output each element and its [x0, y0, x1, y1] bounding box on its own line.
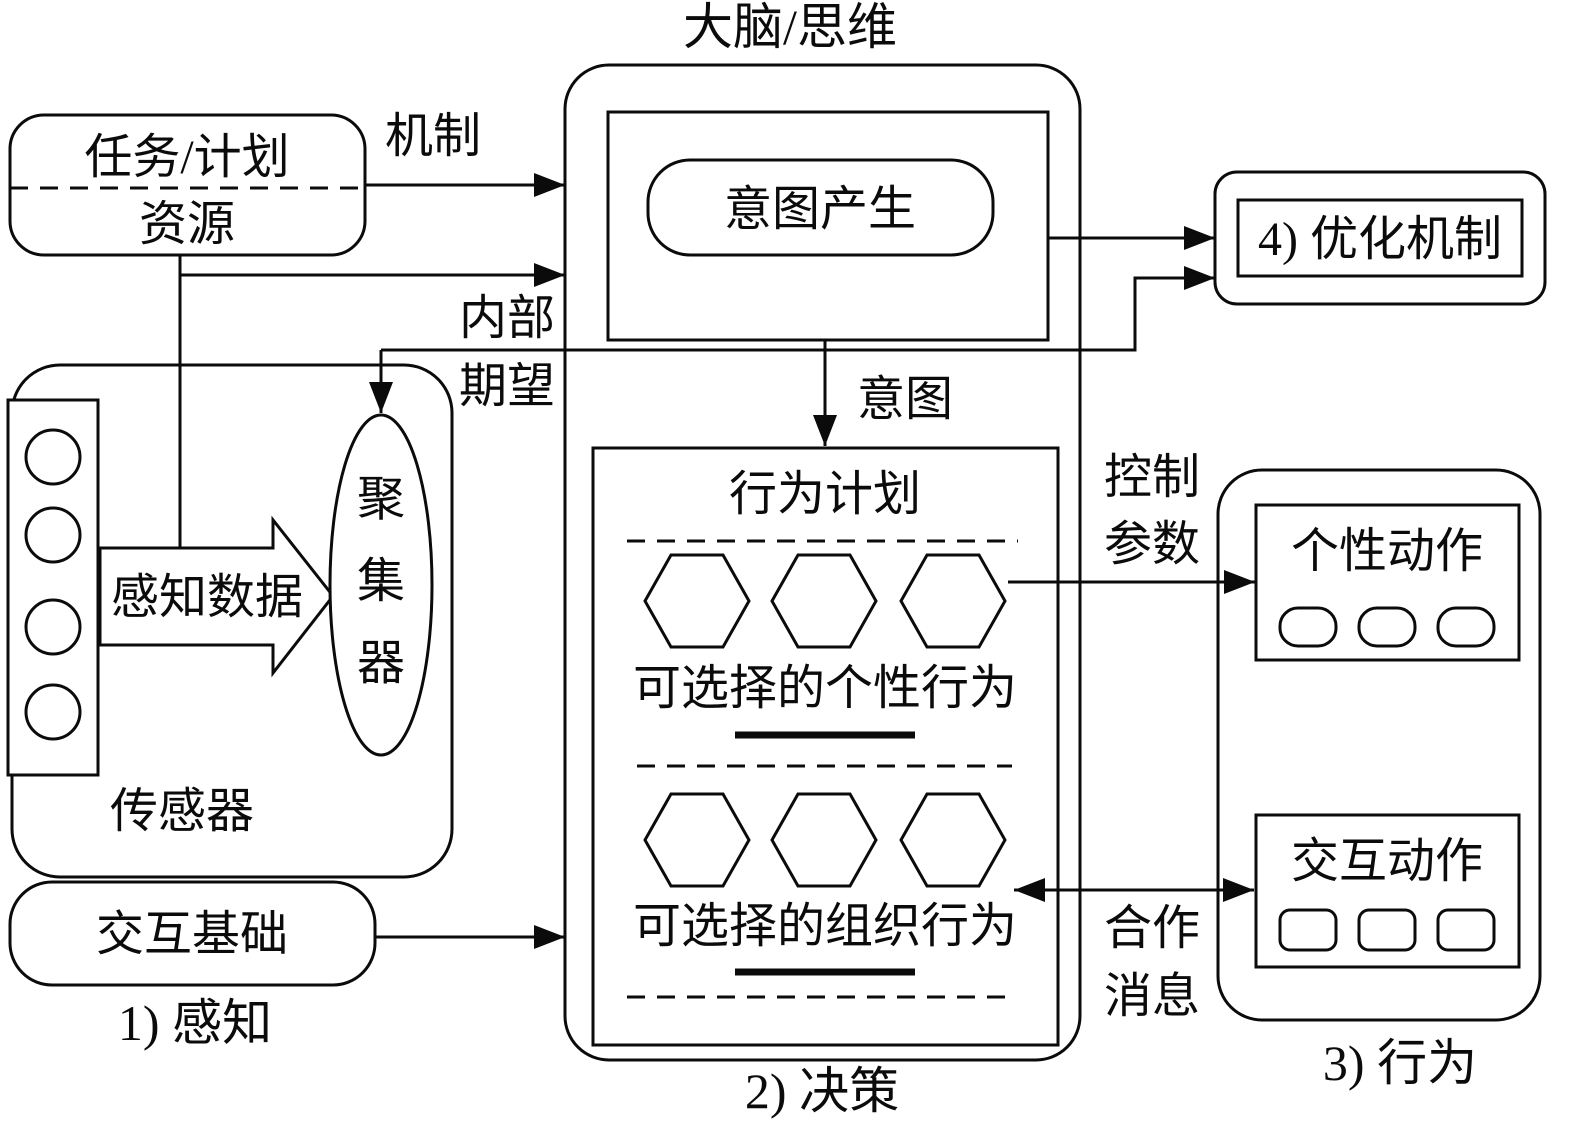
aggregator-label-char1: 聚 — [357, 473, 405, 526]
control-params-label-1: 控制 — [1104, 451, 1200, 504]
interactive-action-slot — [1278, 908, 1338, 952]
aggregator-label-char3: 器 — [357, 637, 405, 690]
control-params-label-2: 参数 — [1104, 518, 1200, 571]
individual-action-slot — [1436, 606, 1496, 648]
optimization-inner-box — [1236, 198, 1524, 278]
individual-action-label: 个性动作 — [1291, 525, 1483, 578]
caption-decision: 2) 决策 — [745, 1063, 899, 1119]
internal-expectation-line — [381, 266, 1215, 352]
interactive-action-slot — [1357, 908, 1417, 952]
behavior-plan-title: 行为计划 — [729, 468, 921, 521]
individual-behavior-hexagon — [899, 553, 1007, 649]
cooperation-label-2: 消息 — [1104, 970, 1200, 1023]
individual-action-slot — [1357, 606, 1417, 648]
behavior-group-box — [1216, 468, 1542, 1022]
internal-expectation-label-1: 内部 — [459, 292, 555, 345]
individual-behavior-hexagon — [770, 553, 878, 649]
interaction-basis-box — [8, 880, 377, 987]
sensor-label: 传感器 — [110, 785, 254, 838]
sensor-node — [24, 506, 82, 564]
sensor-node — [24, 683, 82, 741]
caption-perception: 1) 感知 — [118, 995, 272, 1051]
perception-data-label: 感知数据 — [111, 571, 303, 624]
resource-label: 资源 — [139, 198, 235, 251]
cognition-inner-box — [606, 110, 1050, 342]
internal-expectation-label-2: 期望 — [459, 360, 555, 413]
brain-outline-box — [563, 63, 1082, 1062]
sensor-node — [24, 598, 82, 656]
mechanism-label: 机制 — [385, 110, 481, 163]
optimization-outer-box — [1213, 170, 1547, 306]
behavior-plan-box — [591, 446, 1060, 1047]
org-behavior-hexagon — [899, 792, 1007, 888]
aggregator-ellipse — [328, 413, 434, 757]
intent-generation-label: 意图产生 — [724, 183, 916, 236]
individual-behavior-hexagon — [643, 553, 751, 649]
intention-label: 意图 — [857, 373, 953, 426]
interaction-basis-label: 交互基础 — [96, 908, 288, 961]
task-plan-label: 任务/计划 — [84, 131, 289, 184]
perception-data-block-arrow — [98, 515, 335, 678]
interactive-action-box — [1254, 813, 1521, 969]
individual-action-box — [1254, 503, 1521, 662]
individual-action-slot — [1278, 606, 1338, 648]
cooperation-label-1: 合作 — [1104, 902, 1200, 955]
selectable-org-label: 可选择的组织行为 — [633, 900, 1017, 953]
selectable-individual-label: 可选择的个性行为 — [633, 662, 1017, 715]
org-behavior-hexagon — [643, 792, 751, 888]
optimization-label: 4) 优化机制 — [1258, 213, 1502, 266]
interactive-action-slot — [1436, 908, 1496, 952]
intent-generation-box — [646, 158, 995, 257]
sensor-array-box — [6, 398, 100, 777]
caption-behavior: 3) 行为 — [1323, 1035, 1477, 1091]
brain-title: 大脑/思维 — [683, 0, 897, 55]
sensor-node — [24, 428, 82, 486]
aggregator-label-char2: 集 — [357, 555, 405, 608]
interactive-action-label: 交互动作 — [1291, 835, 1483, 888]
org-behavior-hexagon — [770, 792, 878, 888]
